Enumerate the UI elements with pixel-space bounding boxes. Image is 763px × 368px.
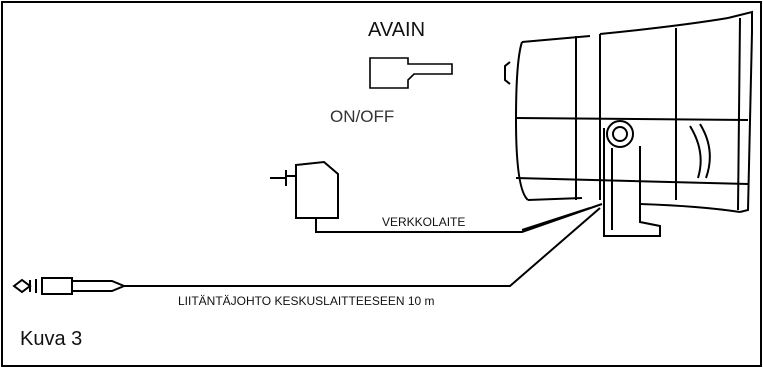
power-adapter-icon	[270, 160, 339, 219]
siren-horn-icon	[504, 10, 753, 213]
control-cable	[122, 207, 601, 287]
mounting-bracket-icon	[603, 120, 661, 237]
adapter-label: VERKKOLAITE	[382, 215, 466, 229]
jack-plug-icon	[12, 277, 127, 295]
key-label: AVAIN	[368, 19, 426, 41]
on-off-label: ON/OFF	[330, 107, 395, 126]
cables	[122, 203, 603, 287]
cable-label: LIITÄNTÄJOHTO KESKUSLAITTEESEEN 10 m	[178, 294, 435, 308]
figure-caption: Kuva 3	[20, 328, 83, 350]
key-switch-icon	[369, 57, 453, 89]
